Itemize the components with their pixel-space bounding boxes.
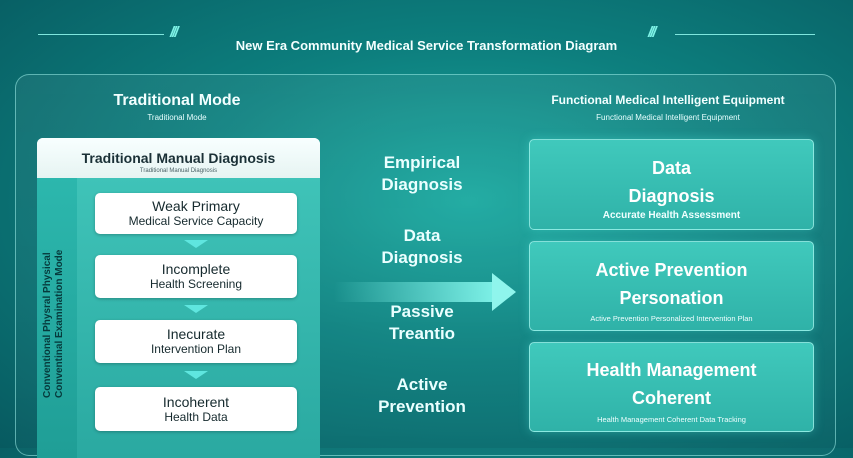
diagram-title: New Era Community Medical Service Transf… — [235, 38, 618, 53]
side-label-line2: Conventinal Examination Mode — [54, 249, 65, 398]
transition-label-line1: Empirical — [383, 153, 461, 172]
transformation-arrow-icon — [492, 273, 516, 311]
issue-box-line2: Health Data — [164, 409, 228, 424]
card-caption: Accurate Health Assessment — [602, 210, 741, 221]
card-caption: Active Prevention Personalized Intervent… — [590, 314, 753, 323]
transition-label: Empirical Diagnosis — [352, 152, 492, 196]
left-section-subtitle: Traditional Mode — [147, 113, 207, 122]
transition-label-line2: Diagnosis — [381, 175, 463, 194]
card-title-line2: Coherent — [631, 388, 711, 408]
issue-box: Incoherent Health Data — [95, 387, 297, 431]
issue-box: Incomplete Health Screening — [95, 255, 297, 298]
issue-box-line1: Incomplete — [161, 261, 231, 277]
header-slashes-left: /// — [170, 24, 178, 41]
right-section-subtitle: Functional Medical Intelligent Equipment — [596, 113, 740, 122]
issue-box-line2: Intervention Plan — [150, 342, 242, 356]
card-title-line1: Data — [651, 158, 691, 178]
transition-label-line1: Passive — [390, 302, 454, 321]
card-title-line1: Health Management — [586, 360, 757, 380]
down-arrow-icon — [184, 305, 208, 313]
side-label-line1: Conventional Physral Physical — [42, 252, 53, 398]
transformation-arrow-shaft — [334, 282, 494, 302]
down-arrow-icon — [184, 240, 208, 248]
transition-label-line2: Prevention — [378, 397, 466, 416]
side-label: Conventional Physral Physical Conventina… — [42, 218, 70, 398]
issue-box-line1: Incoherent — [162, 393, 230, 410]
transition-label: Active Prevention — [352, 374, 492, 418]
issue-box: Inecurate Intervention Plan — [95, 320, 297, 363]
card-title-line2: Diagnosis — [628, 186, 715, 206]
traditional-panel-header — [37, 138, 320, 179]
side-label-band — [37, 178, 77, 458]
equipment-card: Data Diagnosis Accurate Health Assessmen… — [529, 139, 814, 230]
issue-box-line1: Inecurate — [166, 326, 226, 342]
header-slashes-right: /// — [648, 24, 656, 41]
card-caption: Health Management Coherent Data Tracking — [597, 415, 746, 424]
transition-label-line1: Data — [403, 226, 441, 245]
header-line-right — [675, 34, 815, 35]
right-section-title: Functional Medical Intelligent Equipment — [551, 93, 785, 107]
card-title-line2: Personation — [619, 288, 724, 308]
transition-label: Passive Treantio — [352, 301, 492, 345]
issue-box-line1: Weak Primary — [152, 198, 240, 214]
issue-box-line2: Medical Service Capacity — [128, 214, 264, 228]
transition-label-line2: Diagnosis — [381, 248, 463, 267]
equipment-card: Active Prevention Personation Active Pre… — [529, 241, 814, 331]
transition-label-line2: Treantio — [388, 324, 456, 343]
header-line-left — [38, 34, 164, 35]
card-title-line1: Active Prevention — [595, 260, 748, 280]
equipment-card: Health Management Coherent Health Manage… — [529, 342, 814, 432]
transition-label: Data Diagnosis — [352, 225, 492, 269]
issue-box-line2: Health Screening — [149, 277, 243, 291]
traditional-panel-title: Traditional Manual Diagnosis — [81, 150, 276, 166]
transition-label-line1: Active — [396, 375, 448, 394]
left-section-title: Traditional Mode — [113, 92, 241, 109]
traditional-panel-subtitle: Traditional Manual Diagnosis — [139, 168, 218, 174]
issue-box: Weak Primary Medical Service Capacity — [95, 193, 297, 234]
down-arrow-icon — [184, 371, 208, 379]
